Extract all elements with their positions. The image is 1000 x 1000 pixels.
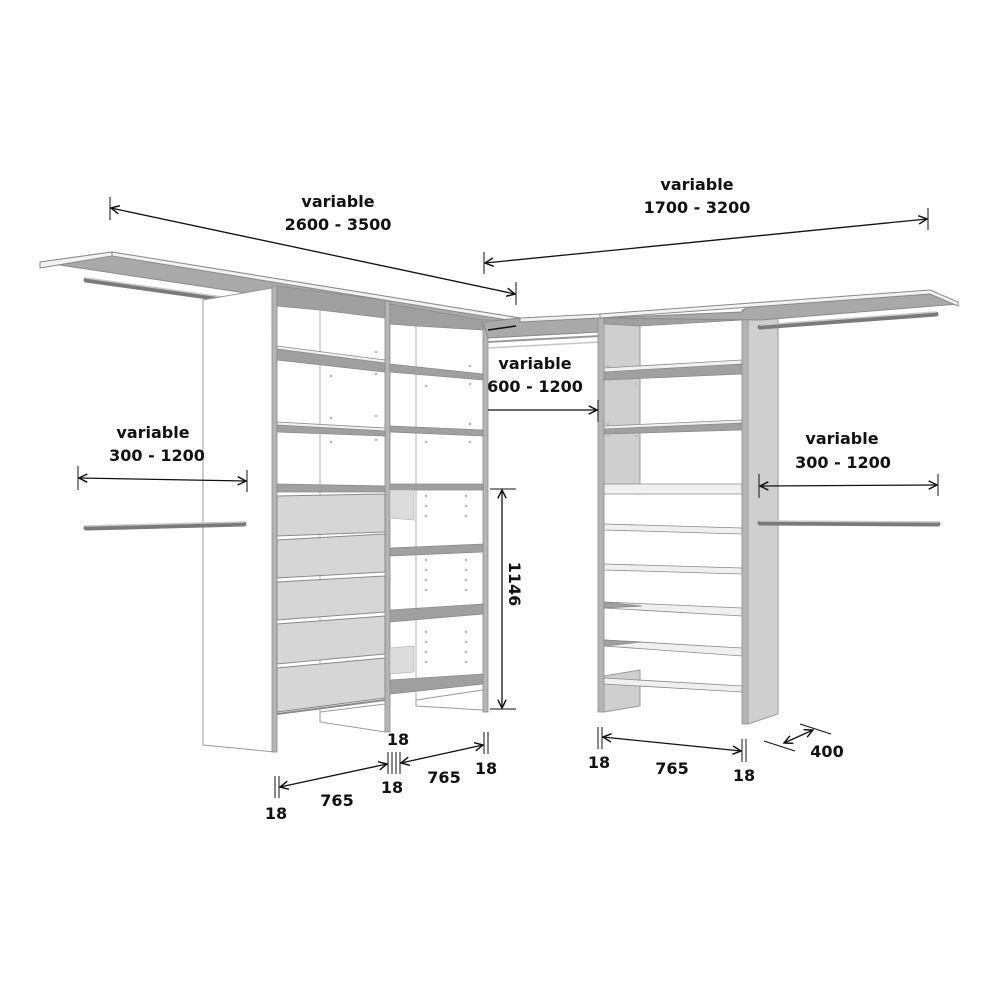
label-section1-width: 765 — [320, 791, 353, 810]
label-right-wall-line1: variable — [660, 175, 733, 194]
hanging-rod-left-lower — [83, 521, 247, 531]
label-right-wall-line2: 1700 - 3200 — [644, 198, 751, 217]
label-left-wall-line1: variable — [301, 192, 374, 211]
hanging-rod-right-lower — [757, 520, 941, 527]
label-right-rod-line2: 300 - 1200 — [795, 453, 891, 472]
top-shelf-right — [599, 289, 959, 321]
label-left-rod-line2: 300 - 1200 — [109, 446, 205, 465]
dim-right-wall-span: variable 1700 - 3200 — [484, 175, 928, 274]
dim-right-unit-widths: 18 765 18 400 — [588, 723, 844, 785]
dim-corner-gap: variable 600 - 1200 — [487, 354, 599, 422]
label-left-wall-line2: 2600 - 3500 — [285, 215, 392, 234]
label-corner-gap-line2: 600 - 1200 — [487, 377, 583, 396]
right-shelf-tower — [597, 311, 743, 713]
label-right-unit-width: 765 — [655, 759, 688, 778]
dim-left-rod-width: variable 300 - 1200 — [77, 423, 248, 492]
label-section2-width: 765 — [427, 768, 460, 787]
label-right-unit-left-panel: 18 — [588, 753, 610, 772]
open-shelf-tower — [329, 303, 489, 713]
dim-right-rod-width: variable 300 - 1200 — [758, 429, 939, 498]
label-shelf-height: 1146 — [505, 562, 524, 607]
corner-shelf — [482, 313, 601, 349]
drawer-tower — [271, 285, 391, 753]
label-depth: 400 — [810, 742, 843, 761]
label-left-rod-line1: variable — [116, 423, 189, 442]
left-end-panel — [202, 287, 276, 753]
hanging-rod-right-upper — [757, 311, 939, 330]
label-mid-panel-bottom: 18 — [381, 778, 403, 797]
label-right-panel: 18 — [475, 759, 497, 778]
label-right-unit-right-panel: 18 — [733, 766, 755, 785]
label-mid-panel-top: 18 — [387, 730, 409, 749]
dim-shelf-height: 1146 — [490, 488, 524, 710]
label-right-rod-line1: variable — [805, 429, 878, 448]
label-corner-gap-line1: variable — [498, 354, 571, 373]
right-end-panel — [741, 307, 779, 725]
dim-left-wall-span: variable 2600 - 3500 — [110, 192, 516, 305]
label-left-panel: 18 — [265, 804, 287, 823]
dim-left-unit-widths: 18 765 18 18 765 18 — [265, 730, 497, 823]
